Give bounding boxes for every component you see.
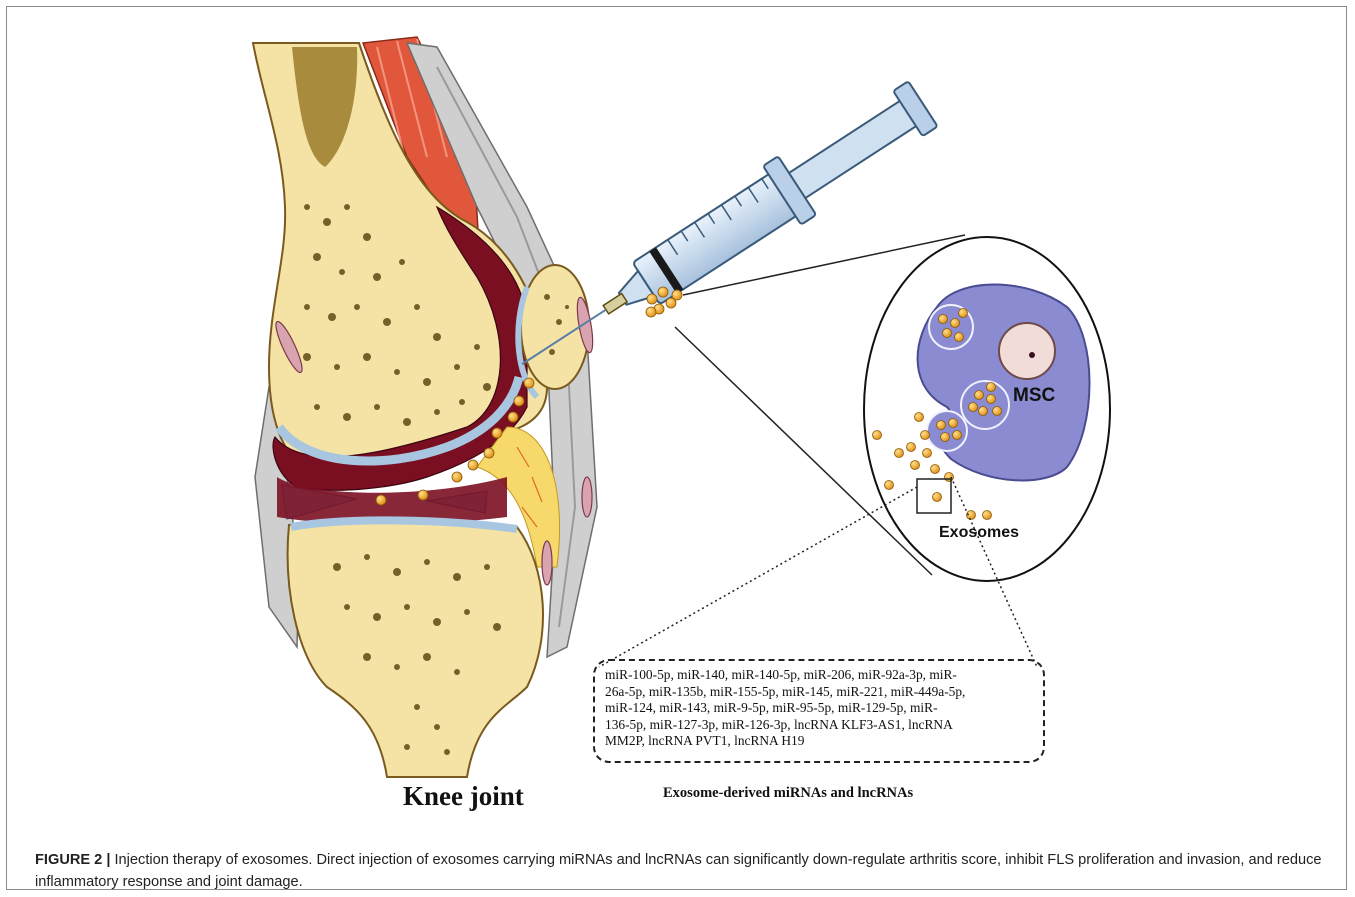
mirna-box-label: Exosome-derived miRNAs and lncRNAs <box>663 785 913 802</box>
knee-joint-label: Knee joint <box>403 781 524 812</box>
msc-nucleus <box>999 323 1055 379</box>
msc-zoom-panel: MSC Exosomes <box>864 237 1110 581</box>
msc-label: MSC <box>1013 385 1056 406</box>
figure-caption: FIGURE 2 | Injection therapy of exosomes… <box>35 849 1335 893</box>
figure-frame: MSC Exosomes miR-100-5p, miR-140, miR-14… <box>6 6 1347 890</box>
caption-text: Injection therapy of exosomes. Direct in… <box>35 852 1322 890</box>
mirna-line-4: 136-5p, miR-127-3p, miR-126-3p, lncRNA K… <box>605 717 1037 734</box>
knee-joint-illustration <box>253 37 597 777</box>
mirna-line-3: miR-124, miR-143, miR-9-5p, miR-95-5p, m… <box>605 700 1037 717</box>
mirna-list-box: miR-100-5p, miR-140, miR-140-5p, miR-206… <box>593 659 1045 763</box>
mirna-line-5: MM2P, lncRNA PVT1, lncRNA H19 <box>605 733 1037 750</box>
exosomes-label: Exosomes <box>939 524 1019 541</box>
caption-label: FIGURE 2 | <box>35 852 110 868</box>
mirna-line-1: miR-100-5p, miR-140, miR-140-5p, miR-206… <box>605 667 1037 684</box>
mirna-line-2: 26a-5p, miR-135b, miR-155-5p, miR-145, m… <box>605 684 1037 701</box>
